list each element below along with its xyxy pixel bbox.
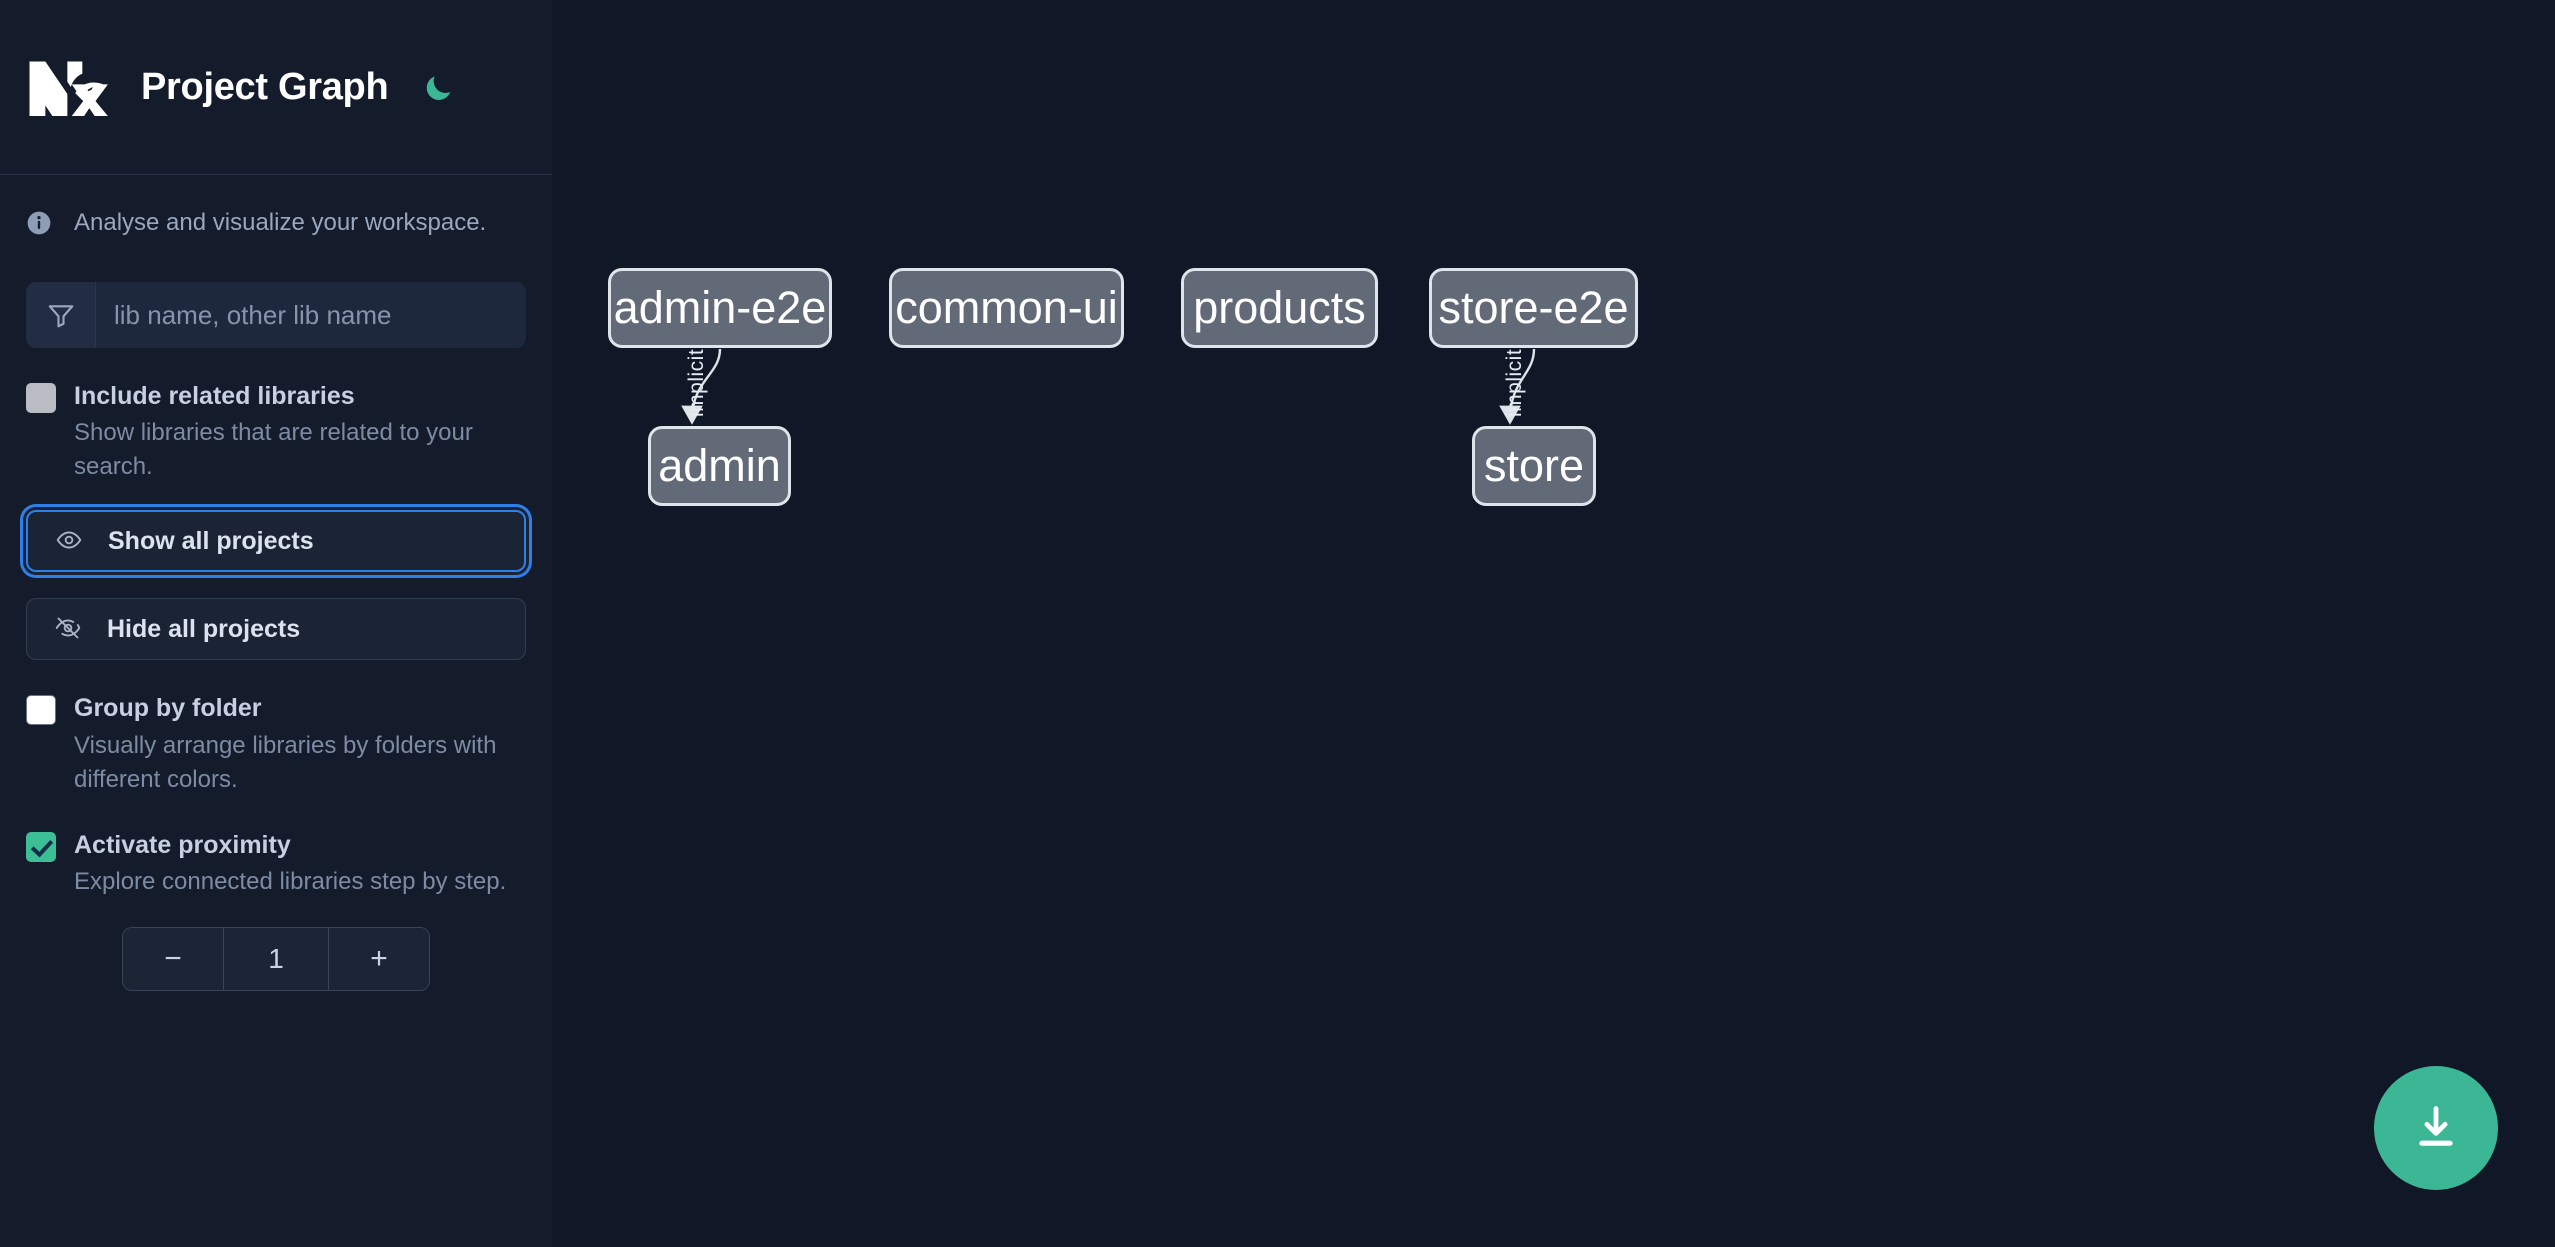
graph-edges xyxy=(681,348,1536,425)
show-all-projects-label: Show all projects xyxy=(108,526,314,555)
filter-field[interactable] xyxy=(26,282,526,348)
graph-node-common-ui[interactable]: common-ui xyxy=(889,268,1124,348)
funnel-icon xyxy=(26,282,96,348)
decrement-button[interactable]: − xyxy=(123,928,223,991)
download-button[interactable] xyxy=(2374,1066,2498,1190)
graph-node-store[interactable]: store xyxy=(1472,426,1596,506)
option-description: Visually arrange libraries by folders wi… xyxy=(74,731,497,793)
option-group-by-folder[interactable]: Group by folder Visually arrange librari… xyxy=(26,690,526,796)
option-title: Activate proximity xyxy=(74,830,291,859)
edge-label-implicit-admin: implicit xyxy=(685,348,708,417)
graph-node-admin-e2e[interactable]: admin-e2e xyxy=(608,268,832,348)
option-activate-proximity[interactable]: Activate proximity Explore connected lib… xyxy=(26,827,526,899)
hide-all-projects-label: Hide all projects xyxy=(107,614,301,643)
proximity-stepper: − 1 + xyxy=(122,927,430,992)
download-icon xyxy=(2419,1106,2453,1146)
page-title: Project Graph xyxy=(141,65,389,108)
graph-node-store-e2e[interactable]: store-e2e xyxy=(1429,268,1638,348)
sidebar-controls: Include related libraries Show libraries… xyxy=(0,282,552,992)
sidebar-header: Project Graph xyxy=(0,0,552,175)
show-all-projects-button[interactable]: Show all projects xyxy=(26,510,526,573)
nx-logo-icon xyxy=(26,56,114,118)
option-description: Show libraries that are related to your … xyxy=(74,419,473,481)
option-include-related-libraries[interactable]: Include related libraries Show libraries… xyxy=(26,378,526,484)
proximity-value: 1 xyxy=(223,928,329,991)
graph-node-products[interactable]: products xyxy=(1181,268,1378,348)
edge-label-implicit-store: implicit xyxy=(1503,348,1526,417)
graph-node-admin[interactable]: admin xyxy=(648,426,791,506)
info-banner: Analyse and visualize your workspace. xyxy=(0,175,552,271)
info-icon xyxy=(26,210,52,236)
option-title: Group by folder xyxy=(74,694,262,723)
option-title: Include related libraries xyxy=(74,382,355,410)
search-input[interactable] xyxy=(96,282,526,348)
checkbox-include-related-libraries[interactable] xyxy=(26,383,56,413)
hide-all-projects-button[interactable]: Hide all projects xyxy=(26,598,526,661)
info-text: Analyse and visualize your workspace. xyxy=(74,209,487,236)
graph-canvas[interactable]: implicit implicit admin-e2e common-ui pr… xyxy=(552,0,2555,1247)
moon-icon[interactable] xyxy=(418,67,458,107)
option-description: Explore connected libraries step by step… xyxy=(74,868,507,896)
increment-button[interactable]: + xyxy=(329,928,429,991)
eye-off-icon xyxy=(51,615,85,643)
checkbox-group-by-folder[interactable] xyxy=(26,695,56,726)
sidebar: Project Graph Analyse and visualize your… xyxy=(0,0,552,1247)
checkbox-activate-proximity[interactable] xyxy=(26,831,56,862)
eye-icon xyxy=(52,527,86,555)
